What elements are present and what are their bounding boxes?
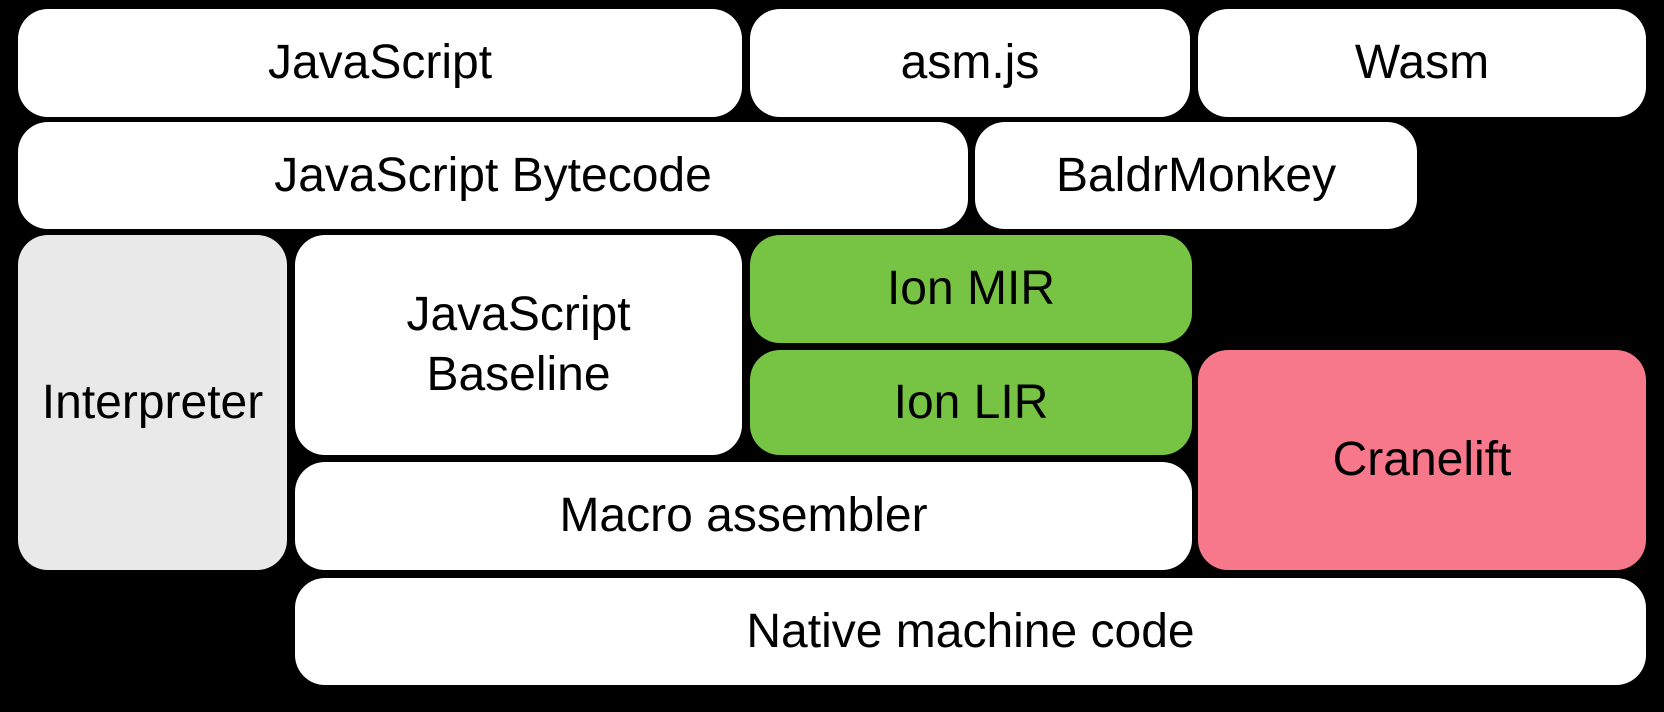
node-baldrmonkey-label: BaldrMonkey	[1055, 148, 1337, 202]
node-javascript-bytecode-label: JavaScript Bytecode	[274, 148, 712, 202]
node-javascript-bytecode: JavaScript Bytecode	[18, 122, 968, 229]
node-cranelift-label: Cranelift	[1332, 433, 1512, 486]
node-interpreter-label: Interpreter	[41, 375, 264, 429]
node-ion-mir: Ion MIR	[750, 235, 1192, 343]
node-wasm: Wasm	[1198, 9, 1646, 117]
node-javascript-label: JavaScript	[267, 36, 493, 89]
node-ion-mir-label: Ion MIR	[886, 262, 1056, 315]
node-javascript-baseline: JavaScript Baseline	[295, 235, 742, 455]
node-javascript: JavaScript	[18, 9, 742, 117]
node-wasm-label: Wasm	[1354, 36, 1490, 89]
node-macro-assembler-label: Macro assembler	[559, 489, 928, 542]
node-ion-lir: Ion LIR	[750, 350, 1192, 455]
node-cranelift: Cranelift	[1198, 350, 1646, 570]
node-asmjs-label: asm.js	[900, 36, 1040, 89]
node-asmjs: asm.js	[750, 9, 1190, 117]
node-javascript-baseline-label: JavaScript Baseline	[406, 288, 631, 401]
node-native-machine-code: Native machine code	[295, 578, 1646, 685]
node-ion-lir-label: Ion LIR	[893, 375, 1049, 429]
node-native-machine-code-label: Native machine code	[746, 604, 1195, 658]
node-baldrmonkey: BaldrMonkey	[975, 122, 1417, 229]
node-macro-assembler: Macro assembler	[295, 462, 1192, 570]
node-interpreter: Interpreter	[18, 235, 287, 570]
